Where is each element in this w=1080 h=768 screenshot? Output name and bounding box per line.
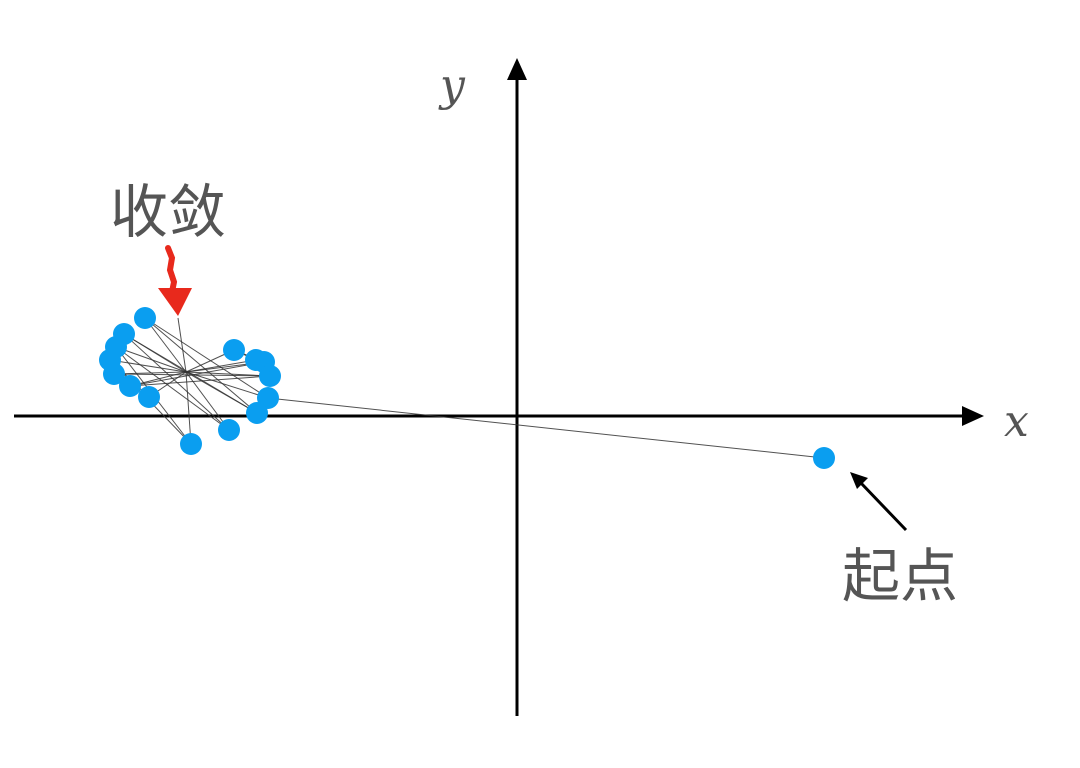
convergence-spoke	[109, 359, 187, 373]
iteration-point	[138, 386, 160, 408]
y-axis-label: y	[438, 60, 466, 111]
iteration-point	[223, 339, 245, 361]
iteration-point	[246, 402, 268, 424]
convergence-spoke	[144, 317, 187, 373]
path-segment	[115, 346, 230, 431]
iteration-point	[134, 307, 156, 329]
path-segment	[144, 317, 269, 399]
y-axis-arrowhead	[507, 58, 527, 80]
convergence-spoke	[115, 346, 187, 373]
converge-label: 收敛	[110, 178, 226, 246]
red-down-arrow-icon	[158, 245, 192, 316]
path-segment	[267, 397, 825, 459]
iteration-point	[245, 349, 267, 371]
convergence-spoke	[113, 371, 187, 375]
convergence-spoke	[177, 317, 187, 373]
iteration-point	[119, 375, 141, 397]
x-axis-label: x	[1004, 396, 1029, 447]
convergence-spoke	[185, 371, 258, 414]
black-arrow-icon	[850, 472, 908, 532]
convergence-spoke	[185, 371, 269, 399]
convergence-spoke	[185, 371, 230, 431]
iteration-point	[813, 447, 835, 469]
convergence-spoke	[185, 359, 257, 373]
path-segment	[129, 361, 265, 387]
path-segment	[123, 333, 230, 431]
start-label: 起点	[842, 542, 958, 610]
convergence-spoke	[185, 371, 271, 377]
convergence-spoke	[185, 371, 192, 445]
path-segment	[129, 375, 271, 387]
iteration-path	[109, 317, 825, 459]
convergence-spoke	[123, 333, 187, 373]
iteration-point	[218, 419, 240, 441]
iteration-points	[99, 307, 835, 469]
iteration-point	[180, 433, 202, 455]
x-axis-arrowhead	[962, 406, 984, 426]
iteration-point	[103, 363, 125, 385]
